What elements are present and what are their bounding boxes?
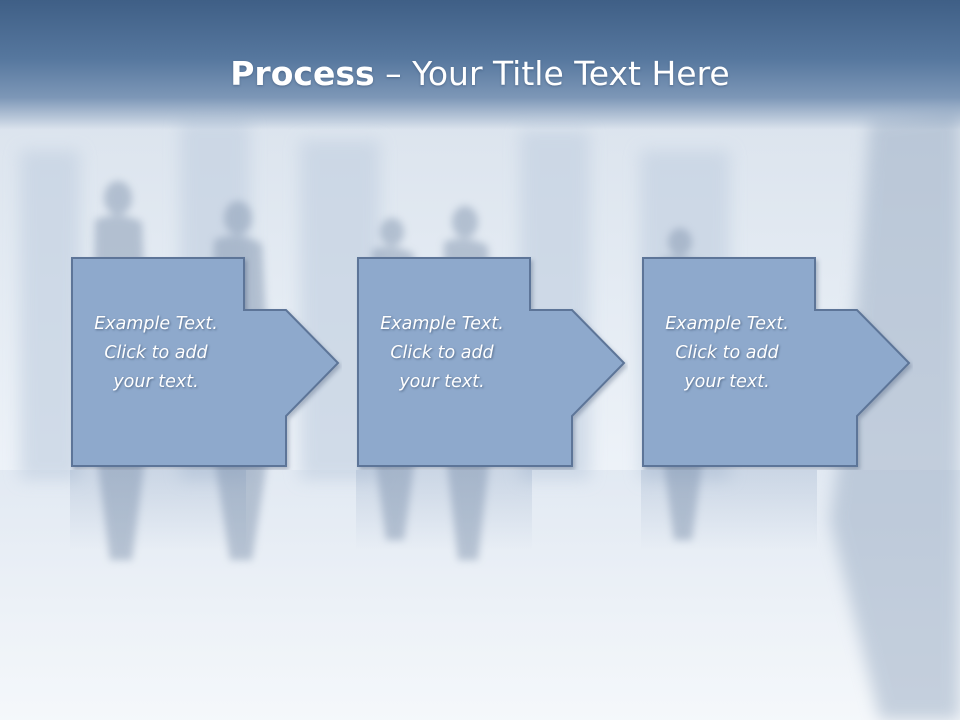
process-step-1[interactable]: Example Text. Click to add your text.: [70, 256, 340, 468]
step-reflection: [641, 470, 817, 550]
process-step-3[interactable]: Example Text. Click to add your text.: [641, 256, 911, 468]
step-reflection: [356, 470, 532, 550]
step-text[interactable]: Example Text. Click to add your text.: [94, 314, 218, 392]
step-text[interactable]: Example Text. Click to add your text.: [380, 314, 504, 392]
process-step-2[interactable]: Example Text. Click to add your text.: [356, 256, 626, 468]
title-rest: – Your Title Text Here: [374, 54, 730, 93]
step-reflection: [70, 470, 246, 550]
title-bold: Process: [230, 54, 375, 93]
arrow-box-shape: [71, 257, 340, 467]
arrow-box-shape: [642, 257, 911, 467]
arrow-box-shape: [357, 257, 626, 467]
slide-title[interactable]: Process – Your Title Text Here: [0, 52, 960, 96]
title-bar: [0, 0, 960, 130]
step-text[interactable]: Example Text. Click to add your text.: [665, 314, 789, 392]
